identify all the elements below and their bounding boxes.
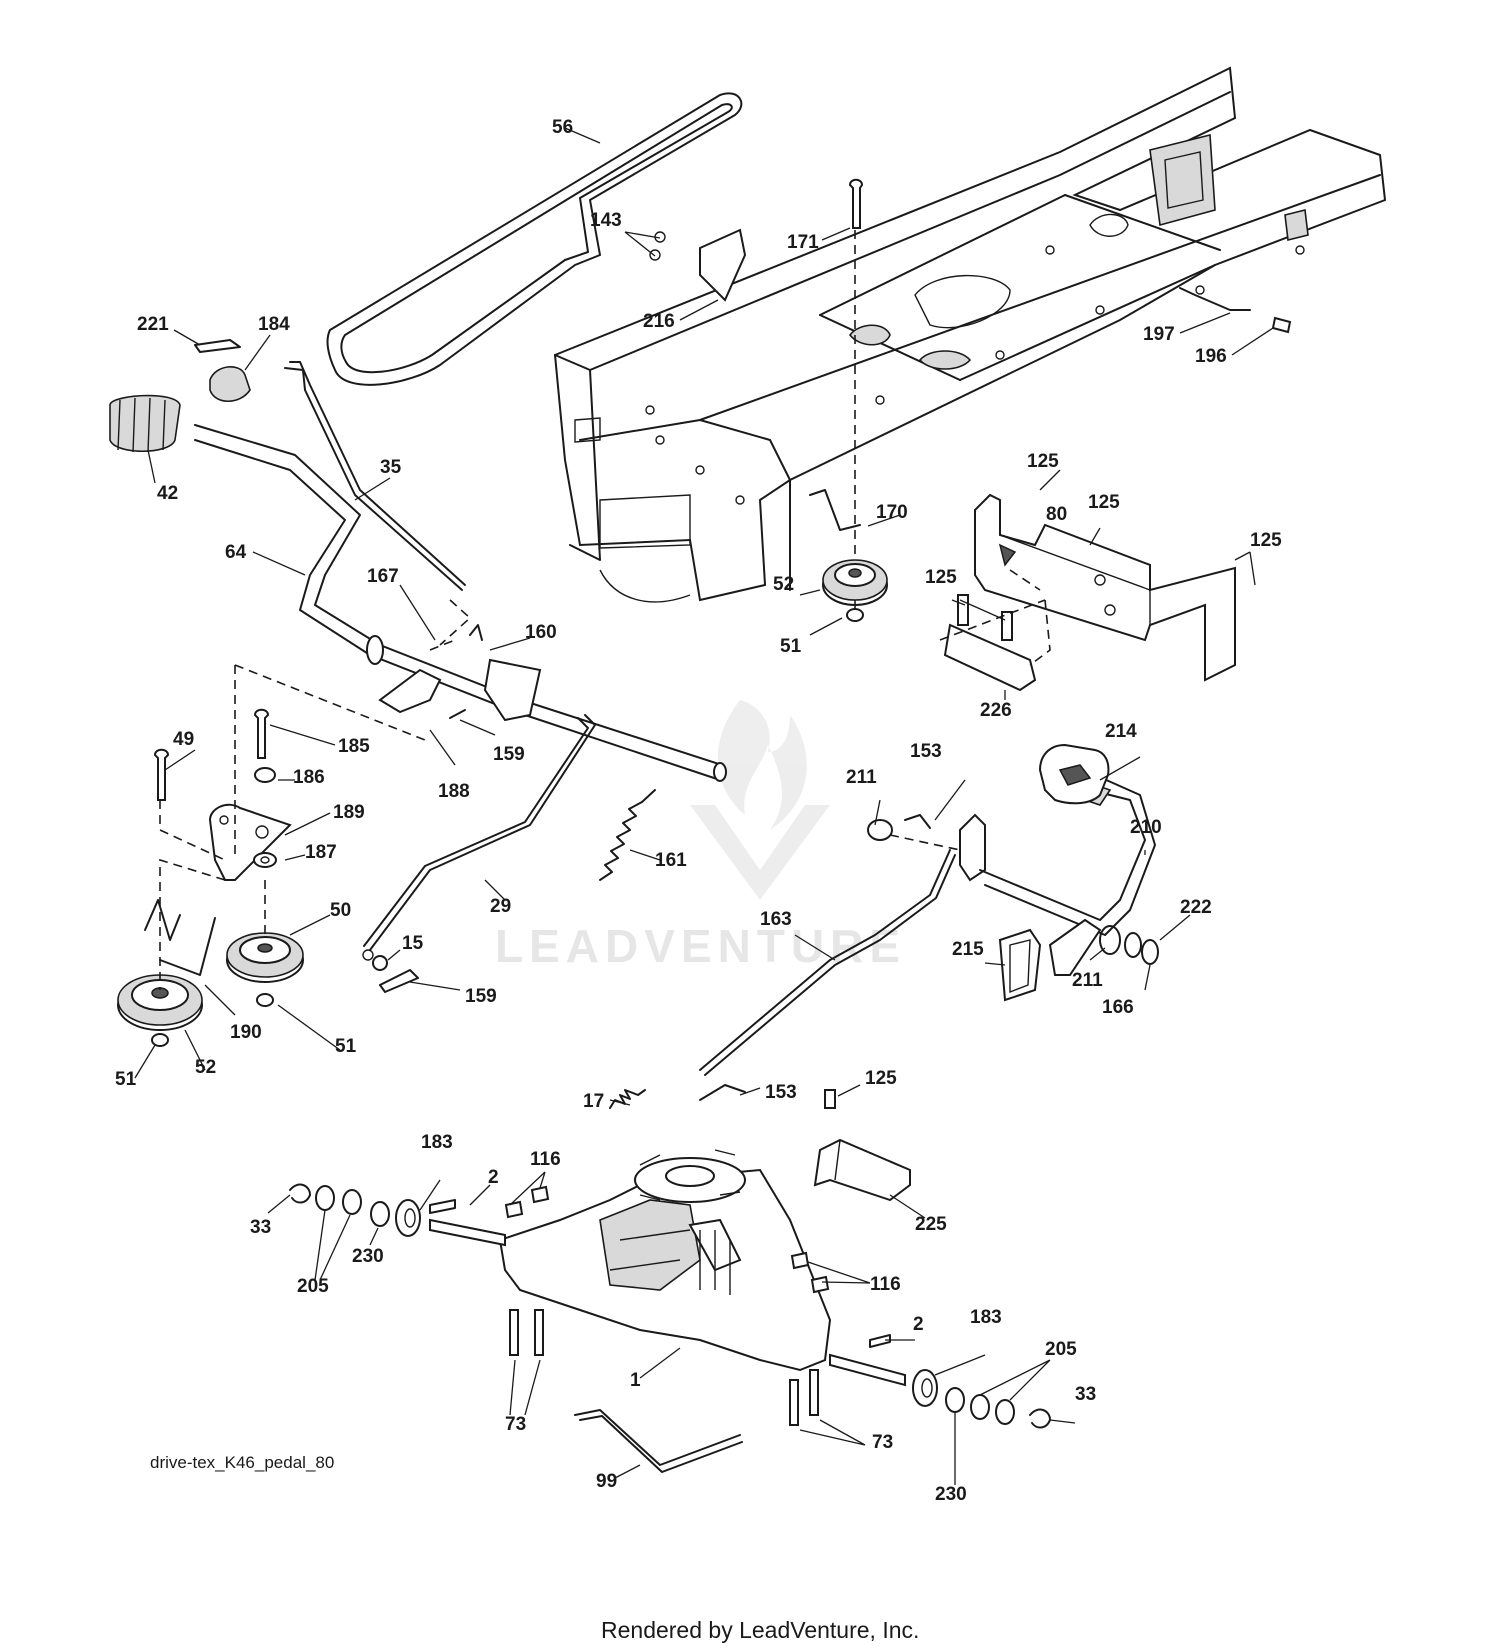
leader-lines <box>134 127 1274 1485</box>
pulley-left <box>117 974 203 1031</box>
brake-rod <box>362 714 596 961</box>
assembly-lines <box>159 230 1051 990</box>
heat-shield-bracket <box>813 1138 911 1202</box>
callout-125-bracket: 125 <box>925 567 957 588</box>
watermark-logo <box>690 700 830 900</box>
callout-205-left: 205 <box>297 1276 329 1297</box>
callout-49: 49 <box>173 729 194 750</box>
control-rod <box>284 361 466 591</box>
frame-assembly <box>553 66 1387 603</box>
callout-99: 99 <box>596 1471 617 1492</box>
callout-210: 210 <box>1130 817 1162 838</box>
callout-125-bottom: 125 <box>865 1068 897 1089</box>
callout-186: 186 <box>293 767 325 788</box>
callout-163: 163 <box>760 909 792 930</box>
callout-2-left: 2 <box>488 1167 499 1188</box>
callout-187: 187 <box>305 842 337 863</box>
shift-lever <box>109 394 727 782</box>
callout-211-bottom: 211 <box>1072 970 1103 991</box>
diagram-id: drive-tex_K46_pedal_80 <box>150 1453 334 1472</box>
callout-153-bottom: 153 <box>765 1082 797 1103</box>
pulley-middle <box>226 932 304 983</box>
callout-221: 221 <box>137 314 169 335</box>
callout-205-right: 205 <box>1045 1339 1077 1360</box>
spring <box>599 789 656 881</box>
callout-52-left: 52 <box>195 1057 216 1078</box>
callout-183-right: 183 <box>970 1307 1002 1328</box>
callout-171: 171 <box>787 232 819 253</box>
callout-185: 185 <box>338 736 370 757</box>
callout-116-left: 116 <box>530 1149 561 1170</box>
callout-161: 161 <box>655 850 687 871</box>
transaxle <box>289 1149 1051 1429</box>
callout-51-right: 51 <box>780 636 802 657</box>
callout-222: 222 <box>1180 897 1212 918</box>
callout-189: 189 <box>333 802 365 823</box>
callout-125-top: 125 <box>1027 451 1059 472</box>
callout-80: 80 <box>1046 504 1067 525</box>
callout-196: 196 <box>1195 346 1227 367</box>
callout-184: 184 <box>258 314 290 335</box>
callout-214: 214 <box>1105 721 1137 742</box>
callout-33-right: 33 <box>1075 1384 1096 1405</box>
callout-56: 56 <box>552 117 573 138</box>
callout-188: 188 <box>438 781 470 802</box>
brake-link-rod <box>699 849 956 1076</box>
callout-166: 166 <box>1102 997 1134 1018</box>
drive-belt <box>326 92 743 386</box>
callout-1: 1 <box>630 1370 641 1391</box>
hardware <box>151 178 1292 1348</box>
callout-15: 15 <box>402 933 424 954</box>
callout-labels: 56 143 171 216 221 184 197 196 42 35 125… <box>115 117 1282 1505</box>
pulley-right <box>822 559 888 606</box>
callout-167: 167 <box>367 566 399 587</box>
callout-125-right: 125 <box>1250 530 1282 551</box>
callout-159-top: 159 <box>493 744 525 765</box>
callout-153-top: 153 <box>910 741 942 762</box>
callout-160: 160 <box>525 622 557 643</box>
callout-52-right: 52 <box>773 574 794 595</box>
bracket-plate <box>943 594 1037 692</box>
callout-211-top: 211 <box>846 767 877 788</box>
callout-73-right: 73 <box>872 1432 893 1453</box>
callout-183-left: 183 <box>421 1132 453 1153</box>
callout-170: 170 <box>876 502 908 523</box>
callout-125-mid: 125 <box>1088 492 1120 513</box>
bypass-rod <box>574 1409 743 1473</box>
callout-51-left: 51 <box>115 1069 137 1090</box>
idler-arms <box>144 489 861 976</box>
callout-159-bottom: 159 <box>465 986 497 1007</box>
callout-226: 226 <box>980 700 1012 721</box>
callout-35: 35 <box>380 457 402 478</box>
watermark-text: LEADVENTURE <box>495 920 906 972</box>
footer-credit: Rendered by LeadVenture, Inc. <box>601 1617 919 1643</box>
brake-pedal <box>959 743 1156 1002</box>
callout-73-left: 73 <box>505 1414 526 1435</box>
callout-17: 17 <box>583 1091 604 1112</box>
callout-33-left: 33 <box>250 1217 271 1238</box>
callout-51-middle: 51 <box>335 1036 357 1057</box>
mounting-bracket <box>974 493 1236 682</box>
callout-190: 190 <box>230 1022 262 1043</box>
callout-216: 216 <box>643 311 675 332</box>
callout-29: 29 <box>490 896 511 917</box>
callout-225: 225 <box>915 1214 947 1235</box>
idler-bracket <box>208 803 292 881</box>
callout-50: 50 <box>330 900 351 921</box>
callout-197: 197 <box>1143 324 1175 345</box>
callout-230-right: 230 <box>935 1484 967 1505</box>
callout-116-right: 116 <box>870 1274 901 1295</box>
callout-230-left: 230 <box>352 1246 384 1267</box>
callout-143: 143 <box>590 210 622 231</box>
callout-42: 42 <box>157 483 178 504</box>
callout-2-right: 2 <box>913 1314 924 1335</box>
callout-64: 64 <box>225 542 247 563</box>
callout-215: 215 <box>952 939 984 960</box>
